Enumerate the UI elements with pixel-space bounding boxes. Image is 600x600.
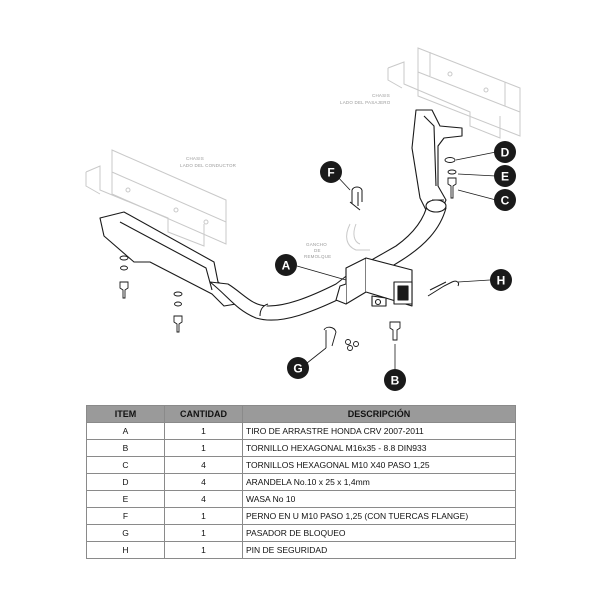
svg-text:C: C xyxy=(501,194,510,208)
row-cantidad: 1 xyxy=(164,541,243,559)
bolt-icon xyxy=(119,281,129,299)
row-cantidad: 1 xyxy=(164,524,243,542)
row-item: D xyxy=(86,473,165,491)
m16-bolt-icon xyxy=(389,321,401,341)
washer-icon xyxy=(444,157,456,163)
table-row: D 4 ARANDELA No.10 x 25 x 1,4mm xyxy=(86,473,516,491)
safety-pin-icon xyxy=(427,280,459,297)
row-cantidad: 1 xyxy=(164,507,243,525)
header-cantidad: CANTIDAD xyxy=(164,405,243,423)
row-descripcion: TORNILLO HEXAGONAL M16x35 - 8.8 DIN933 xyxy=(242,439,516,457)
chassis-driver-label-1: CHASIS xyxy=(186,156,204,161)
table-row: G 1 PASADOR DE BLOQUEO xyxy=(86,524,516,542)
table-row: A 1 TIRO DE ARRASTRE HONDA CRV 2007-2011 xyxy=(86,422,516,440)
hitch-crossbar xyxy=(99,109,463,321)
callout-h: H xyxy=(490,269,512,291)
tow-hook-icon xyxy=(346,223,370,251)
table-row: H 1 PIN DE SEGURIDAD xyxy=(86,541,516,559)
callout-d: D xyxy=(494,141,516,163)
row-descripcion: PIN DE SEGURIDAD xyxy=(242,541,516,559)
row-cantidad: 4 xyxy=(164,456,243,474)
row-cantidad: 4 xyxy=(164,473,243,491)
table-row: C 4 TORNILLOS HEXAGONAL M10 X40 PASO 1,2… xyxy=(86,456,516,474)
row-item: C xyxy=(86,456,165,474)
bolt-icon xyxy=(447,177,457,199)
row-item: A xyxy=(86,422,165,440)
row-descripcion: WASA No 10 xyxy=(242,490,516,508)
svg-text:D: D xyxy=(501,146,510,160)
svg-text:E: E xyxy=(501,170,509,184)
header-descripcion: DESCRIPCIÓN xyxy=(242,405,516,423)
washer-icon xyxy=(119,255,129,261)
washer-icon xyxy=(173,291,183,297)
parts-table: ITEM CANTIDAD DESCRIPCIÓN A 1 TIRO DE AR… xyxy=(86,405,516,559)
chassis-passenger-side xyxy=(387,47,521,139)
row-descripcion: ARANDELA No.10 x 25 x 1,4mm xyxy=(242,473,516,491)
row-descripcion: TORNILLOS HEXAGONAL M10 X40 PASO 1,25 xyxy=(242,456,516,474)
chassis-driver-label-2: LADO DEL CONDUCTOR xyxy=(180,163,237,168)
row-descripcion: TIRO DE ARRASTRE HONDA CRV 2007-2011 xyxy=(242,422,516,440)
lock-washer-icon xyxy=(174,301,182,307)
table-row: E 4 WASA No 10 xyxy=(86,490,516,508)
chassis-passenger-label-2: LADO DEL PASAJERO xyxy=(340,100,391,105)
row-item: B xyxy=(86,439,165,457)
fasteners-right xyxy=(444,157,457,199)
callout-leaders xyxy=(296,151,497,370)
callout-c: C xyxy=(494,189,516,211)
chassis-driver-side xyxy=(85,149,227,247)
callout-b: B xyxy=(384,369,406,391)
row-descripcion: PASADOR DE BLOQUEO xyxy=(242,524,516,542)
receiver-tube xyxy=(335,257,413,307)
svg-text:F: F xyxy=(327,166,334,180)
locking-pin-icon xyxy=(323,326,359,351)
callout-e: E xyxy=(494,165,516,187)
parts-table-header: ITEM CANTIDAD DESCRIPCIÓN xyxy=(86,405,516,423)
lock-washer-icon xyxy=(120,265,128,271)
callout-f: F xyxy=(320,161,342,183)
row-cantidad: 4 xyxy=(164,490,243,508)
callout-g: G xyxy=(287,357,309,379)
row-descripcion: PERNO EN U M10 PASO 1,25 (CON TUERCAS FL… xyxy=(242,507,516,525)
svg-text:A: A xyxy=(282,259,291,273)
row-item: G xyxy=(86,524,165,542)
svg-text:B: B xyxy=(391,374,400,388)
row-item: E xyxy=(86,490,165,508)
hitch-exploded-diagram: CHASIS LADO DEL PASAJERO CHASIS LADO DEL… xyxy=(85,47,521,391)
row-item: F xyxy=(86,507,165,525)
row-item: H xyxy=(86,541,165,559)
row-cantidad: 1 xyxy=(164,422,243,440)
header-item: ITEM xyxy=(86,405,165,423)
u-bolt-icon xyxy=(349,186,363,211)
fasteners-left xyxy=(119,255,183,333)
bolt-icon xyxy=(173,315,183,333)
tow-hook-label-3: REMOLQUE xyxy=(304,254,331,259)
chassis-passenger-label-1: CHASIS xyxy=(372,93,390,98)
lock-washer-icon xyxy=(447,169,457,175)
tow-hook-label-2: DE xyxy=(314,248,321,253)
table-row: F 1 PERNO EN U M10 PASO 1,25 (CON TUERCA… xyxy=(86,507,516,525)
callout-a: A xyxy=(275,254,297,276)
table-row: B 1 TORNILLO HEXAGONAL M16x35 - 8.8 DIN9… xyxy=(86,439,516,457)
row-cantidad: 1 xyxy=(164,439,243,457)
svg-text:G: G xyxy=(293,362,302,376)
svg-text:H: H xyxy=(497,274,506,288)
tow-hook-label-1: GANCHO xyxy=(306,242,327,247)
